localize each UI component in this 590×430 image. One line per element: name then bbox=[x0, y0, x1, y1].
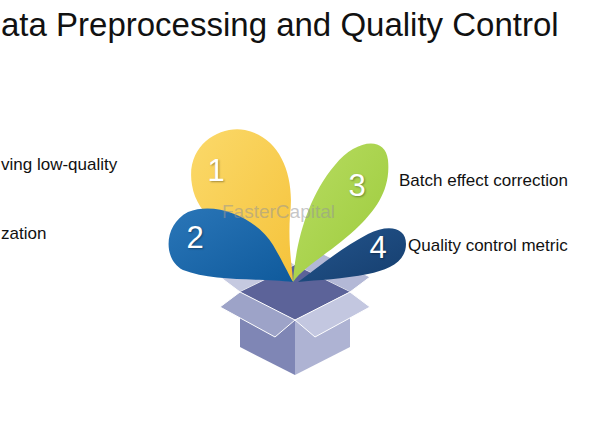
step-label: zation bbox=[1, 224, 46, 244]
step-label: Quality control metric bbox=[408, 236, 568, 256]
callout-number: 4 bbox=[369, 232, 386, 263]
watermark: FasterCapital bbox=[222, 201, 335, 223]
callout-number: 1 bbox=[207, 155, 224, 186]
petal-shape: 4 bbox=[298, 222, 408, 285]
petal-fill bbox=[298, 228, 406, 282]
petal-outline bbox=[298, 222, 408, 285]
callout-number: 2 bbox=[186, 222, 203, 253]
callout-number: 3 bbox=[348, 170, 365, 201]
step-label: ving low-quality bbox=[1, 155, 117, 175]
title: ata Preprocessing and Quality Control bbox=[1, 6, 559, 44]
step-label: Batch effect correction bbox=[399, 171, 568, 191]
